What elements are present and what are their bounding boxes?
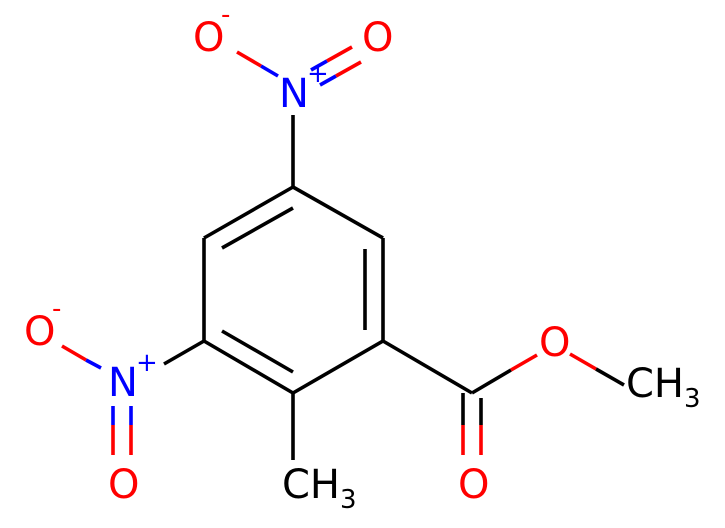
atom-o-left-top: O xyxy=(24,309,55,355)
charge-o-left-top: - xyxy=(52,294,61,324)
atom-o-top-left: O xyxy=(193,15,224,61)
ring-inner-bond-top-left xyxy=(221,206,294,250)
ch3-ester-ch: CH xyxy=(626,361,684,407)
bond-c-to-ester-o-red xyxy=(510,353,538,372)
ring-bond-bottom-left xyxy=(203,339,294,395)
bond-ester-o-to-ch3-red xyxy=(569,352,597,371)
charge-n-top: + xyxy=(307,59,329,89)
atom-o-left-bottom: O xyxy=(108,462,139,508)
benzene-ring xyxy=(202,185,385,395)
atom-ch3-ester: CH3 xyxy=(626,361,701,414)
ring-bond-bottom-right xyxy=(292,339,384,395)
atom-labels: N + O - O N + O - O O O CH3 CH3 xyxy=(24,0,701,515)
ring-inner-bond-bottom-left xyxy=(221,329,294,374)
bond-n-top-to-o-right-a xyxy=(310,59,328,72)
charge-o-top-left: - xyxy=(221,0,230,30)
charge-n-left: + xyxy=(136,348,158,378)
bond-n-top-to-o-left-red xyxy=(236,50,262,68)
atom-o-carbonyl: O xyxy=(458,462,489,508)
bond-n-top-to-o-right-b-red xyxy=(335,60,362,78)
ring-bond-top-right xyxy=(292,185,384,240)
ch3-ring-sub: 3 xyxy=(340,485,357,515)
atom-ch3-ring: CH3 xyxy=(282,462,357,515)
bond-ring-to-carbonyl-c xyxy=(382,339,473,395)
bond-c-to-ester-o xyxy=(471,368,512,395)
atom-n-left: N xyxy=(108,360,138,406)
ring-bond-top-left xyxy=(203,185,294,240)
ester-group xyxy=(382,339,625,455)
bond-n-left-to-o-top-red xyxy=(61,344,87,362)
bond-n-top-to-o-right-a-red xyxy=(326,45,353,63)
bond-n-left-to-o-top xyxy=(85,358,102,370)
bond-n-top-to-o-right-b xyxy=(319,74,337,87)
ch3-ring-ch: CH xyxy=(282,462,340,508)
atom-o-ester: O xyxy=(539,320,570,366)
nitro-group-top xyxy=(236,45,362,187)
nitro-group-left xyxy=(61,339,205,455)
bond-n-top-to-o-left xyxy=(260,64,279,78)
atom-n-top: N xyxy=(279,71,309,117)
bond-ring-to-n-left xyxy=(163,339,205,366)
bond-ester-o-to-ch3 xyxy=(595,367,625,387)
ch3-ester-sub: 3 xyxy=(684,384,701,414)
atom-o-top-right: O xyxy=(362,15,393,61)
